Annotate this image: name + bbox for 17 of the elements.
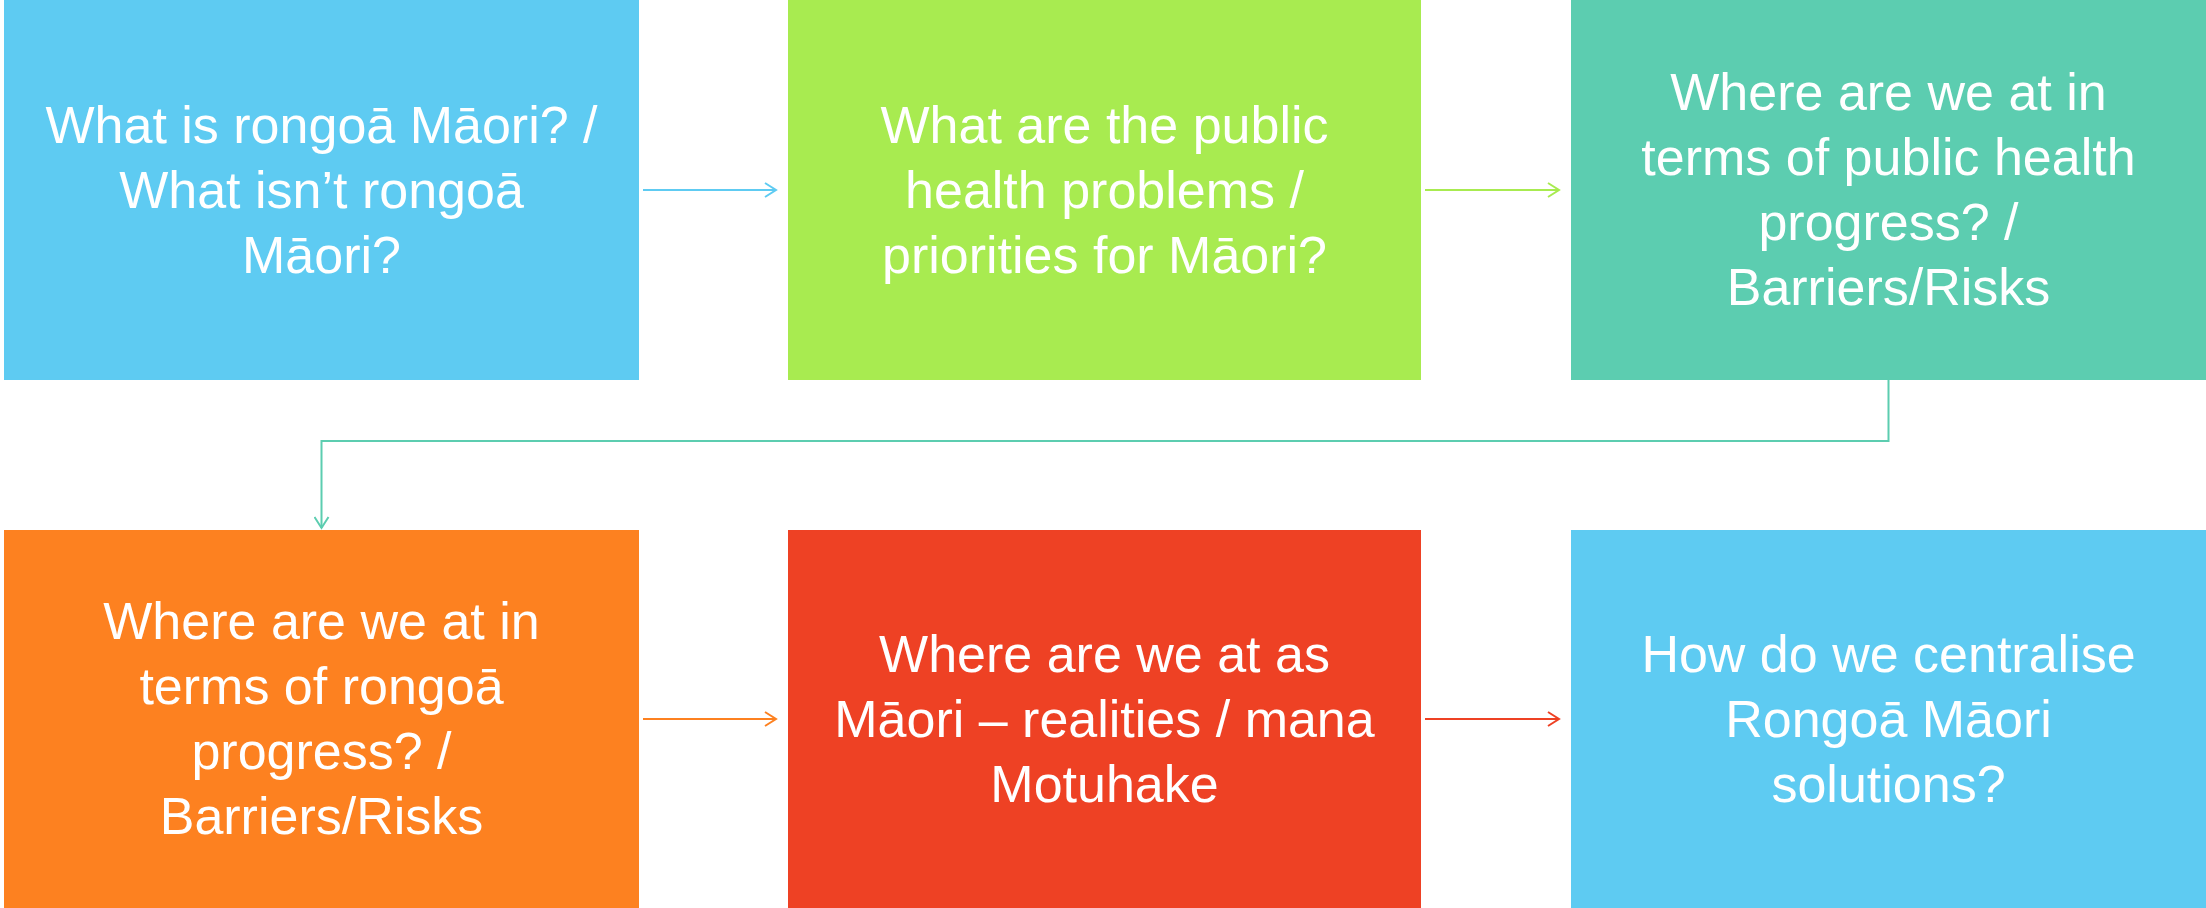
box-text: What is rongoā Māori? / What isn’t rongoā Māori?: [44, 94, 599, 286]
arrow: [1424, 182, 1560, 198]
process-box: [788, 0, 1421, 380]
arrow: [313, 379, 1890, 529]
process-box: [1571, 530, 2206, 908]
arrow: [642, 182, 777, 198]
process-box: [4, 530, 639, 908]
process-box: [788, 530, 1421, 908]
box-text: How do we centralise Rongoā Māori solutions?: [1640, 623, 2137, 815]
arrow: [642, 711, 777, 727]
process-box: [1571, 0, 2206, 380]
arrow: [1424, 711, 1560, 727]
process-box: [4, 0, 639, 380]
box-text: Where are we at in terms of rongoā progress? / Barriers/Risks: [102, 591, 541, 847]
box-text: Where are we at in terms of public health progress? / Barriers/Risks: [1640, 62, 2137, 318]
box-text: Where are we at as Māori – realities / mana Motuhake: [833, 623, 1376, 815]
box-text: What are the public health problems / priorities for Māori?: [879, 94, 1330, 286]
